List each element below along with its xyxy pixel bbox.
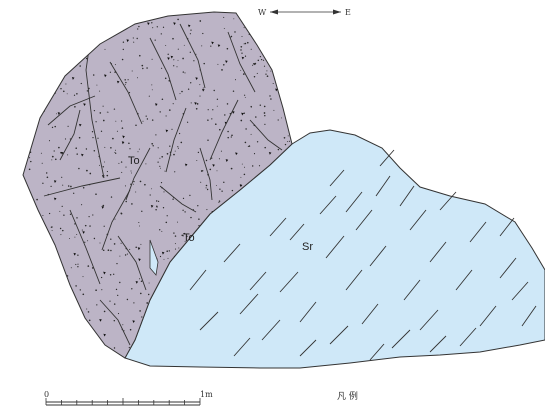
scale-start-label: 0 [44, 390, 49, 399]
contact-notch [149, 239, 159, 276]
arrowhead-east-icon [333, 9, 341, 15]
scale-bar: 0 1m [44, 390, 213, 406]
legend-title: 凡 例 [337, 390, 358, 402]
unit-label-sr: Sr [302, 241, 313, 253]
unit-label-to-lower: To [183, 232, 195, 244]
arrowhead-west-icon [270, 9, 278, 15]
to-unit-area [22, 11, 293, 359]
scale-end-label: 1m [200, 390, 213, 399]
west-label: W [258, 8, 267, 17]
sr-texture [189, 149, 537, 361]
unit-label-to-upper: To [128, 155, 140, 167]
orientation-indicator: W E [258, 8, 351, 17]
east-label: E [345, 8, 351, 17]
